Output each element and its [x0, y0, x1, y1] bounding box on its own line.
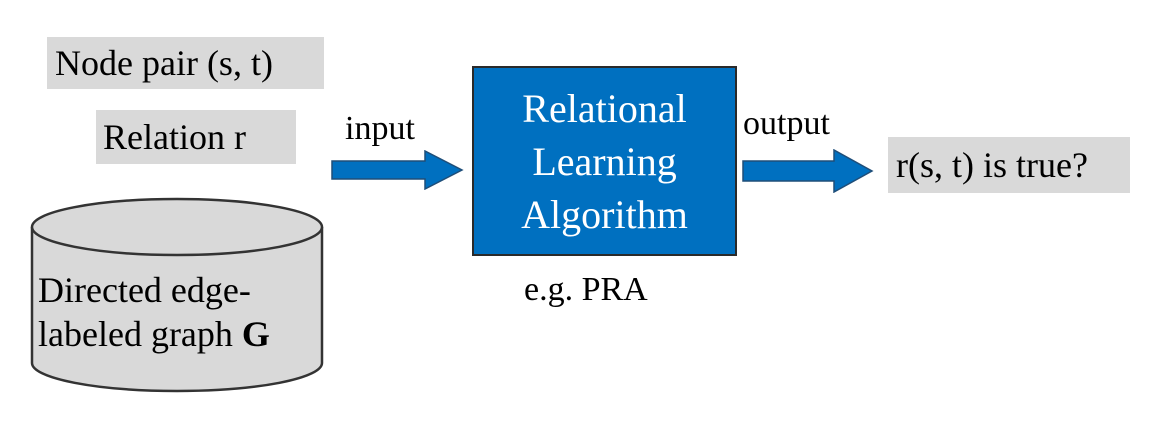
algorithm-example-label: e.g. PRA [524, 271, 648, 308]
result-text: r(s, t) is true? [896, 145, 1088, 185]
input-arrow-icon [331, 150, 464, 190]
node-pair-text: Node pair (s, t) [55, 43, 273, 83]
graph-database-label: Directed edge- labeled graph G [38, 268, 318, 356]
graph-database-line-2: labeled graph G [38, 312, 318, 356]
graph-symbol: G [241, 314, 270, 354]
graph-database-cylinder [30, 197, 324, 393]
algorithm-line-3: Algorithm [521, 191, 688, 237]
result-box: r(s, t) is true? [888, 137, 1130, 193]
relation-text: Relation r [103, 117, 246, 157]
graph-database-line-1: Directed edge- [38, 270, 251, 310]
graph-database-line-2-text: labeled graph [38, 314, 242, 354]
algorithm-line-2: Learning [532, 138, 677, 184]
algorithm-line-1: Relational [522, 85, 687, 131]
relation-box: Relation r [96, 110, 296, 164]
output-label: output [743, 105, 830, 142]
input-label: input [345, 110, 415, 147]
relational-learning-algorithm-box: Relational Learning Algorithm [472, 66, 737, 256]
output-arrow-icon [742, 149, 874, 193]
node-pair-box: Node pair (s, t) [47, 37, 324, 89]
